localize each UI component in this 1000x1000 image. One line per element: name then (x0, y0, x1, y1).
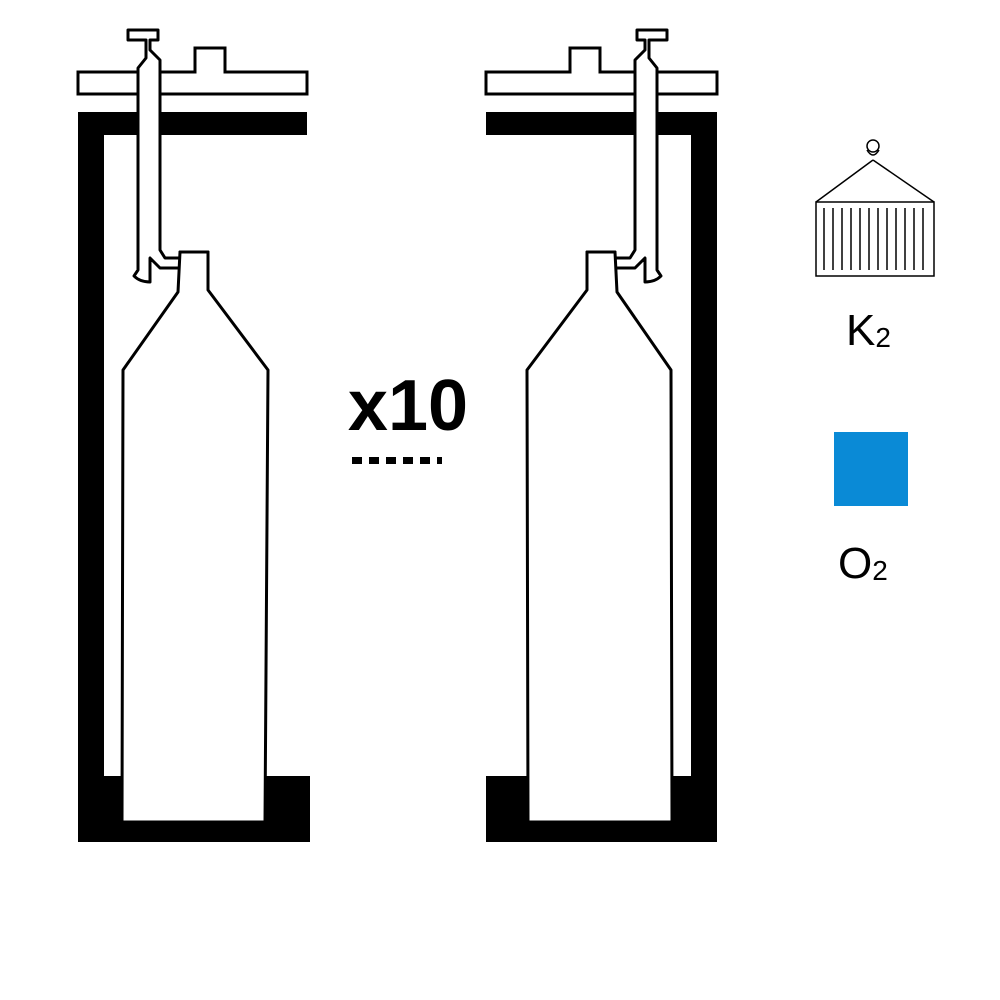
right-base (486, 776, 691, 842)
oxygen-label-subscript: 2 (872, 555, 888, 586)
left-manifold-pipe (76, 46, 309, 96)
oxygen-swatch-icon (834, 432, 908, 506)
multiplier-label: x10 (348, 366, 468, 446)
left-base (104, 776, 310, 842)
left-valve-pipe (126, 28, 210, 284)
container-label-subscript: 2 (875, 322, 891, 353)
right-cylinder-rack-icon (484, 28, 719, 842)
oxygen-legend-label: O2 (838, 539, 888, 588)
right-valve-pipe (585, 28, 669, 284)
container-label-main: K (846, 306, 875, 355)
right-manifold-pipe (484, 46, 719, 96)
right-cylinder (525, 250, 674, 824)
left-cylinder-rack-icon (76, 28, 310, 842)
ellipsis-dots (352, 457, 442, 464)
shipping-container-icon (815, 139, 935, 277)
left-cylinder (120, 250, 270, 824)
right-frame (486, 112, 717, 842)
oxygen-label-main: O (838, 539, 872, 588)
left-frame (78, 112, 307, 842)
container-legend-label: K2 (846, 306, 891, 355)
